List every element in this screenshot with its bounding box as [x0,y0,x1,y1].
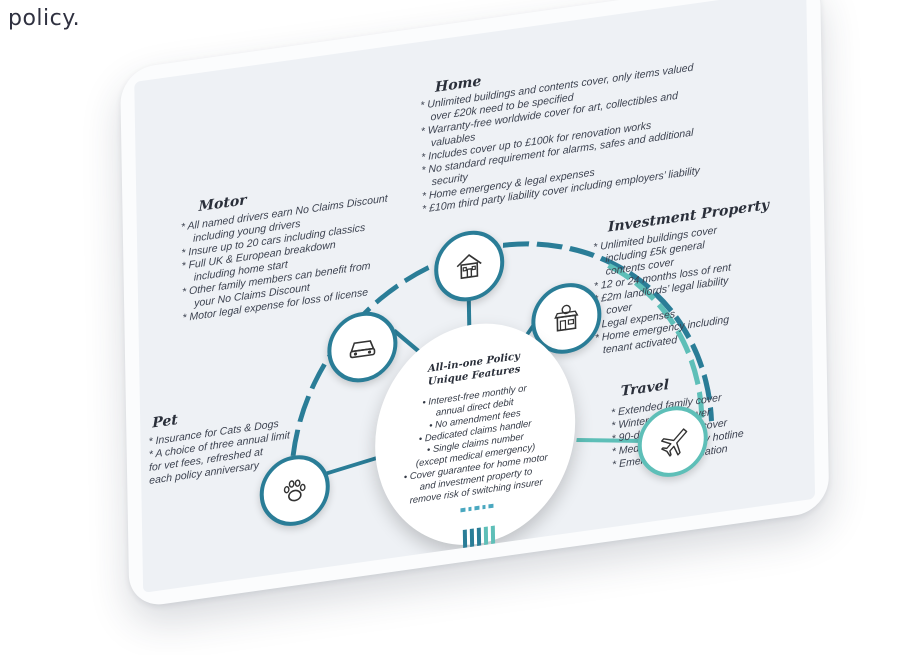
motor-node [326,307,398,387]
center-feature-list: • Interest-free monthly or annual direct… [394,379,556,509]
plane-icon [661,428,688,457]
paw-icon [283,479,306,502]
tablet-screen: Home * Unlimited buildings and contents … [134,0,816,593]
caption-text: policy. [8,6,81,31]
house-icon [456,254,482,280]
home-node [433,226,505,306]
car-icon [349,340,376,359]
shop-icon [554,304,579,332]
tablet-device: Home * Unlimited buildings and contents … [120,0,830,609]
decorative-stripes [462,525,496,552]
pet-node [259,450,331,531]
investment-node [530,278,602,359]
decorative-dots [460,503,494,513]
travel-node [637,401,709,482]
